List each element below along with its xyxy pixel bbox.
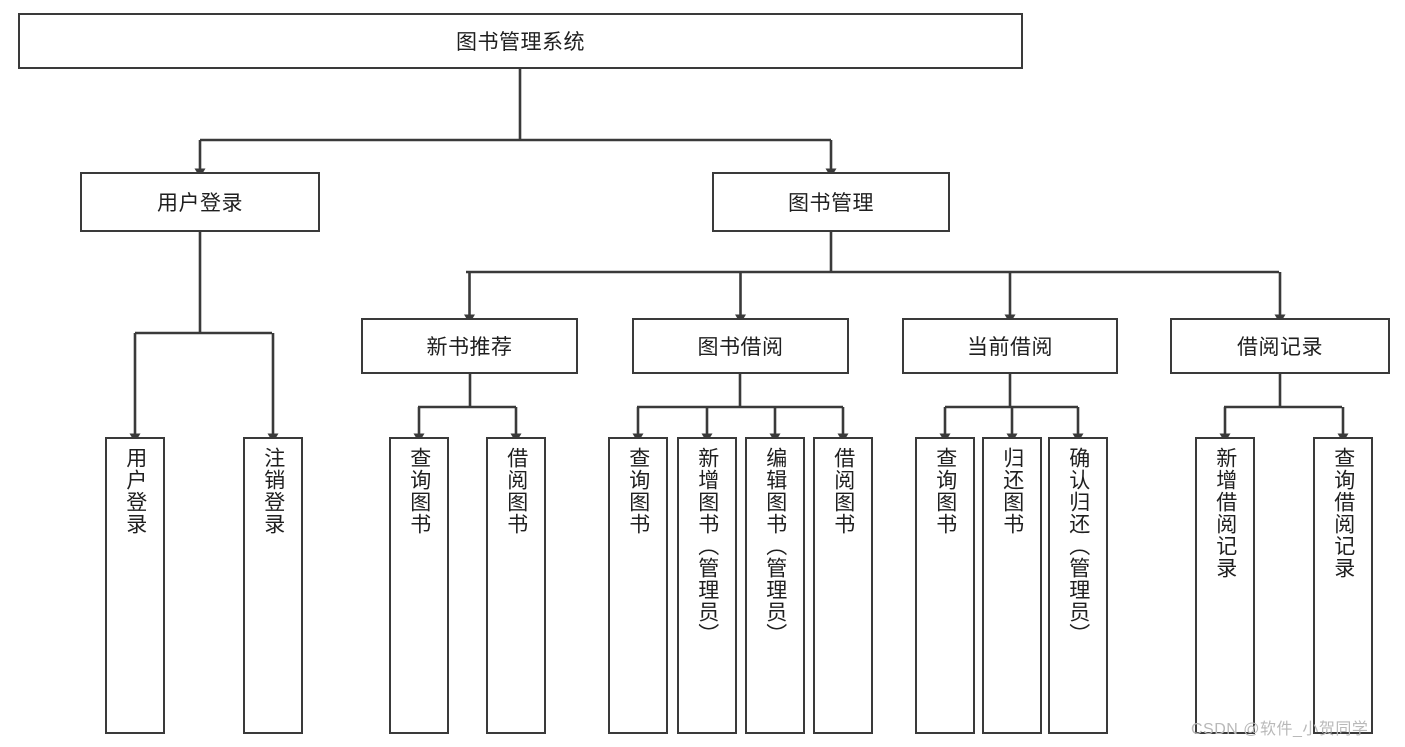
node-leaf-br-query-record-label: 查询借阅记录: [1331, 447, 1355, 579]
node-book-manage-label: 图书管理: [788, 192, 874, 215]
node-leaf-bb-add-book-label: 新增图书（管理员）: [695, 447, 719, 645]
node-leaf-bb-borrow-book[interactable]: 借阅图书: [813, 437, 873, 734]
node-leaf-cb-return-book[interactable]: 归还图书: [982, 437, 1042, 734]
node-leaf-cb-confirm-return-label: 确认归还（管理员）: [1066, 447, 1090, 645]
node-leaf-br-add-record[interactable]: 新增借阅记录: [1195, 437, 1255, 734]
node-leaf-rec-query-book[interactable]: 查询图书: [389, 437, 449, 734]
node-leaf-logout-label: 注销登录: [261, 447, 285, 535]
node-leaf-cb-return-book-label: 归还图书: [1000, 447, 1024, 535]
node-current-borrow-label: 当前借阅: [967, 336, 1053, 359]
node-leaf-bb-query-book-label: 查询图书: [626, 447, 650, 535]
node-leaf-br-add-record-label: 新增借阅记录: [1213, 447, 1237, 579]
node-new-book-recommend-label: 新书推荐: [426, 336, 513, 359]
node-current-borrow[interactable]: 当前借阅: [902, 318, 1118, 374]
node-leaf-rec-borrow-book-label: 借阅图书: [504, 447, 528, 535]
node-leaf-bb-add-book[interactable]: 新增图书（管理员）: [677, 437, 737, 734]
node-leaf-bb-query-book[interactable]: 查询图书: [608, 437, 668, 734]
node-leaf-cb-query-book-label: 查询图书: [933, 447, 957, 535]
node-leaf-user-login-label: 用户登录: [123, 447, 147, 535]
node-leaf-bb-edit-book[interactable]: 编辑图书（管理员）: [745, 437, 805, 734]
node-leaf-user-login[interactable]: 用户登录: [105, 437, 165, 734]
node-leaf-cb-confirm-return[interactable]: 确认归还（管理员）: [1048, 437, 1108, 734]
node-user-login-label: 用户登录: [157, 192, 243, 215]
node-leaf-rec-query-book-label: 查询图书: [407, 447, 431, 535]
node-root-label: 图书管理系统: [456, 31, 585, 54]
node-leaf-bb-borrow-book-label: 借阅图书: [831, 447, 855, 535]
node-user-login[interactable]: 用户登录: [80, 172, 320, 232]
node-borrow-record-label: 借阅记录: [1237, 336, 1323, 359]
node-book-borrow[interactable]: 图书借阅: [632, 318, 849, 374]
node-leaf-bb-edit-book-label: 编辑图书（管理员）: [763, 447, 787, 645]
node-book-manage[interactable]: 图书管理: [712, 172, 950, 232]
watermark: CSDN @软件_小贺同学: [1191, 721, 1369, 738]
node-leaf-logout[interactable]: 注销登录: [243, 437, 303, 734]
node-new-book-recommend[interactable]: 新书推荐: [361, 318, 578, 374]
node-book-borrow-label: 图书借阅: [697, 336, 784, 359]
node-root[interactable]: 图书管理系统: [18, 13, 1023, 69]
node-leaf-br-query-record[interactable]: 查询借阅记录: [1313, 437, 1373, 734]
node-leaf-cb-query-book[interactable]: 查询图书: [915, 437, 975, 734]
node-borrow-record[interactable]: 借阅记录: [1170, 318, 1390, 374]
node-leaf-rec-borrow-book[interactable]: 借阅图书: [486, 437, 546, 734]
